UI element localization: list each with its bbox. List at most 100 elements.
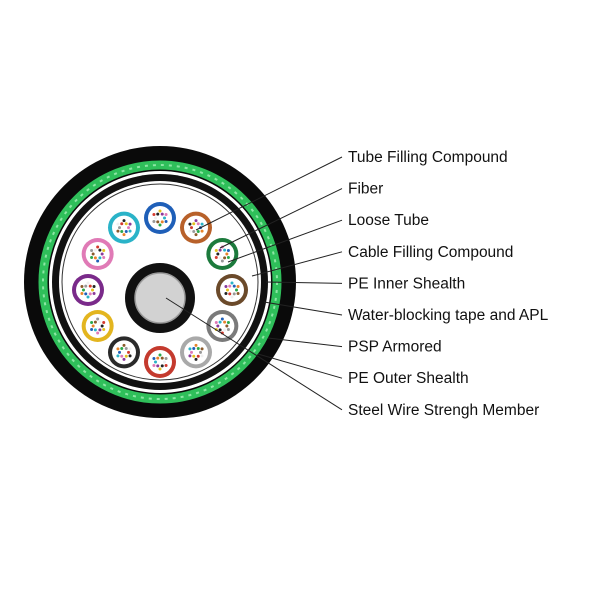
fiber bbox=[152, 364, 156, 367]
fiber bbox=[154, 216, 157, 220]
label: Loose Tube bbox=[348, 212, 429, 229]
fiber bbox=[91, 324, 95, 328]
fiber bbox=[194, 233, 198, 237]
fiber bbox=[118, 350, 121, 354]
fiber bbox=[214, 249, 218, 252]
fiber bbox=[232, 284, 236, 288]
loose-tube bbox=[108, 336, 140, 369]
fiber bbox=[226, 288, 229, 292]
steel-wire-strength-member bbox=[134, 272, 186, 324]
fiber bbox=[84, 284, 88, 288]
fiber bbox=[82, 288, 85, 292]
fiber bbox=[102, 249, 106, 252]
leader-line bbox=[267, 337, 343, 348]
fiber bbox=[188, 222, 192, 226]
fiber bbox=[128, 222, 132, 226]
fiber bbox=[236, 292, 240, 295]
fiber bbox=[120, 222, 124, 226]
loose-tube bbox=[72, 274, 104, 306]
fiber bbox=[236, 285, 240, 288]
label: Fiber bbox=[348, 181, 383, 198]
fiber bbox=[128, 347, 132, 351]
fiber bbox=[228, 284, 232, 288]
fiber bbox=[160, 212, 164, 216]
fiber bbox=[192, 354, 196, 358]
fiber bbox=[200, 229, 204, 233]
fiber bbox=[92, 292, 96, 295]
fiber bbox=[160, 220, 164, 224]
fiber bbox=[163, 360, 166, 364]
fiber bbox=[102, 328, 106, 331]
fiber bbox=[156, 220, 160, 224]
leader-lines bbox=[165, 156, 343, 411]
fiber bbox=[86, 295, 90, 299]
fiber bbox=[116, 222, 120, 226]
fiber bbox=[88, 292, 92, 296]
fiber bbox=[80, 292, 84, 295]
fiber bbox=[160, 364, 164, 368]
fiber bbox=[152, 220, 156, 223]
fiber bbox=[84, 292, 88, 296]
fiber bbox=[200, 222, 204, 226]
fiber bbox=[116, 347, 120, 351]
fiber bbox=[192, 346, 196, 350]
fiber bbox=[226, 249, 230, 252]
fiber bbox=[98, 320, 102, 324]
fiber bbox=[90, 328, 94, 331]
fiber bbox=[216, 252, 220, 256]
fiber bbox=[218, 256, 222, 260]
label: Water-blocking tape and APL bbox=[348, 307, 549, 324]
fiber bbox=[196, 230, 200, 234]
fiber bbox=[220, 317, 224, 321]
loose-tube bbox=[144, 346, 176, 378]
inner-tape-line bbox=[61, 183, 259, 381]
fiber bbox=[158, 209, 162, 213]
label: Tube Filling Compound bbox=[348, 149, 508, 166]
loose-tube bbox=[81, 310, 114, 342]
fiber bbox=[91, 252, 95, 256]
fiber bbox=[156, 212, 160, 216]
fiber bbox=[188, 354, 192, 358]
leader-line bbox=[265, 281, 343, 284]
fiber bbox=[224, 292, 228, 295]
fiber bbox=[223, 256, 227, 260]
fiber bbox=[192, 230, 196, 234]
fiber bbox=[120, 230, 124, 234]
fiber bbox=[194, 357, 198, 361]
loose-tube bbox=[216, 274, 248, 306]
fiber bbox=[196, 346, 200, 350]
loose-tubes-group bbox=[72, 202, 248, 378]
fiber bbox=[124, 346, 128, 350]
fiber bbox=[98, 328, 102, 332]
fiber bbox=[194, 219, 198, 223]
fiber bbox=[226, 321, 230, 324]
fiber bbox=[164, 364, 168, 367]
fiber bbox=[190, 226, 193, 230]
fiber bbox=[230, 295, 234, 299]
loose-tube bbox=[180, 336, 212, 369]
label: PSP Armored bbox=[348, 339, 442, 356]
fiber bbox=[100, 324, 104, 328]
fiber bbox=[199, 350, 202, 354]
fiber bbox=[158, 367, 162, 371]
fiber bbox=[93, 328, 97, 332]
label: PE Inner Shealth bbox=[348, 275, 465, 292]
fiber bbox=[188, 229, 192, 233]
fiber bbox=[218, 320, 222, 324]
fiber bbox=[100, 252, 104, 256]
leader-line bbox=[263, 301, 343, 316]
fiber bbox=[214, 256, 218, 259]
fiber bbox=[122, 219, 126, 223]
loose-tube bbox=[180, 211, 212, 244]
fiber bbox=[226, 256, 230, 259]
fiber bbox=[102, 256, 106, 259]
fiber bbox=[96, 259, 100, 263]
fiber bbox=[122, 357, 126, 361]
fiber bbox=[230, 281, 234, 285]
fiber bbox=[127, 226, 130, 230]
fiber bbox=[235, 288, 238, 292]
fiber bbox=[96, 317, 100, 321]
fiber bbox=[152, 357, 156, 360]
fiber bbox=[218, 328, 222, 332]
